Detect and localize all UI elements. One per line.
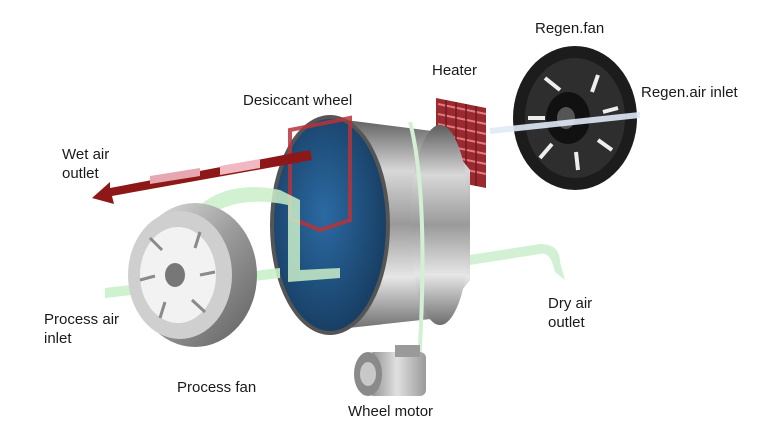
regen-fan bbox=[513, 46, 637, 190]
label-wet-air-outlet-line1: Wet air bbox=[62, 146, 110, 163]
label-regen-air-inlet: Regen.air inlet bbox=[641, 84, 738, 101]
label-dry-air-outlet-line2: outlet bbox=[548, 314, 585, 331]
regen-air-stream bbox=[490, 112, 640, 134]
label-heater: Heater bbox=[432, 62, 478, 79]
label-process-air-inlet-line1: Process air bbox=[44, 311, 120, 328]
label-process-fan: Process fan bbox=[177, 379, 257, 396]
label-wheel-motor: Wheel motor bbox=[348, 403, 434, 420]
label-regen-fan: Regen.fan bbox=[535, 20, 605, 37]
label-dry-air-outlet-line1: Dry air bbox=[548, 295, 593, 312]
wheel-motor bbox=[354, 345, 426, 396]
wet-air-outlet-arrow bbox=[92, 150, 312, 204]
process-fan bbox=[128, 203, 257, 347]
label-desiccant-wheel: Desiccant wheel bbox=[243, 92, 353, 109]
label-wet-air-outlet-line2: outlet bbox=[62, 165, 99, 182]
label-process-air-inlet-line2: inlet bbox=[44, 330, 72, 347]
